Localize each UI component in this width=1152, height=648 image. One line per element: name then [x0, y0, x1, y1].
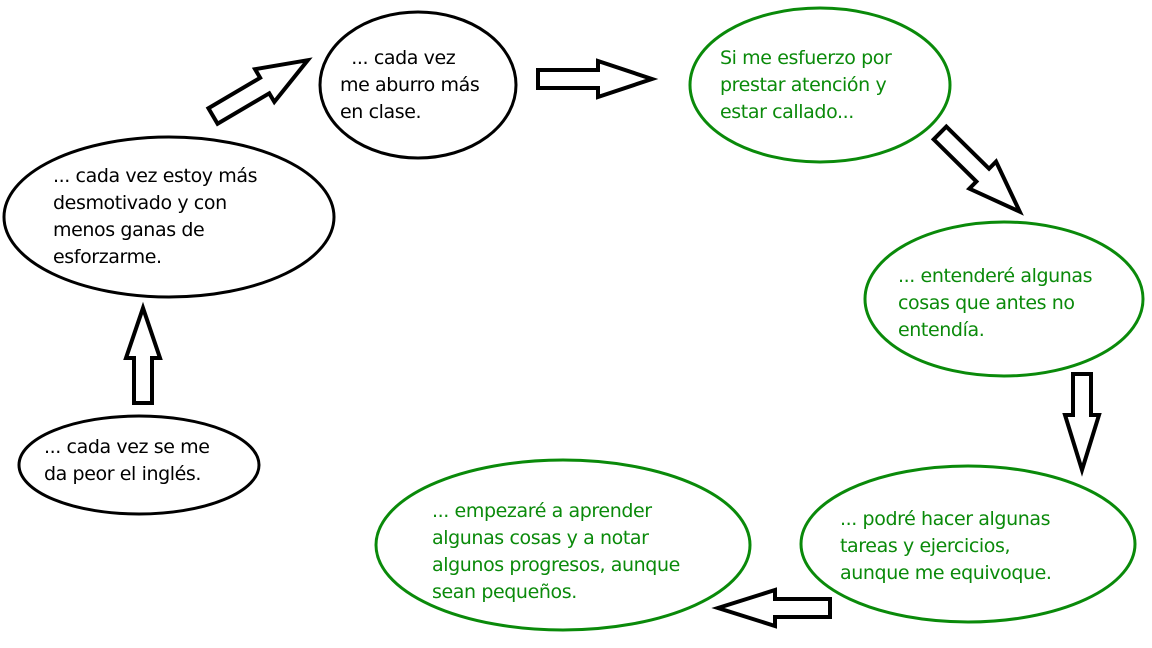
node-line: menos ganas de: [53, 219, 205, 241]
node-line: ... cada vez estoy más: [53, 165, 258, 187]
node-line: tareas y ejercicios,: [840, 535, 1011, 557]
node-empezare-ellipse: [374, 458, 752, 632]
node-line: Si me esfuerzo por: [720, 47, 892, 69]
node-podre-ellipse: [799, 464, 1137, 624]
node-entendere-ellipse: [863, 220, 1145, 378]
node-line: algunas cosas y a notar: [432, 527, 649, 549]
node-line: sean pequeños.: [432, 581, 577, 603]
arrow-right-icon: [536, 58, 659, 100]
node-line: ... podré hacer algunas: [840, 508, 1051, 530]
node-line: ... empezaré a aprender: [432, 500, 652, 522]
node-line: esforzarme.: [53, 246, 162, 268]
node-line: aunque me equivoque.: [840, 562, 1052, 584]
arrow-up-icon: [123, 301, 163, 405]
arrow-down-icon: [1062, 372, 1102, 477]
node-ingles-text: ... cada vez se me da peor el inglés.: [44, 434, 210, 488]
node-entendere-text: ... entenderé algunas cosas que antes no…: [898, 263, 1093, 344]
node-aburro-ellipse: [318, 10, 518, 160]
node-desmotivado-text: ... cada vez estoy más desmotivado y con…: [53, 163, 258, 271]
node-line: ... cada vez: [340, 47, 456, 69]
node-line: en clase.: [340, 101, 422, 123]
node-line: cosas que antes no: [898, 292, 1075, 314]
node-ingles-ellipse: [17, 414, 261, 516]
arrow-diagonal-down-right-icon: [930, 123, 1024, 216]
node-line: prestar atención y: [720, 74, 887, 96]
node-esfuerzo-text: Si me esfuerzo por prestar atención y es…: [720, 45, 892, 126]
node-line: da peor el inglés.: [44, 463, 202, 485]
node-podre-text: ... podré hacer algunas tareas y ejercic…: [840, 506, 1052, 587]
node-aburro-text: ... cada vez me aburro más en clase.: [340, 45, 480, 126]
node-desmotivado-ellipse: [2, 135, 336, 299]
node-line: entendía.: [898, 319, 985, 341]
node-line: ... entenderé algunas: [898, 265, 1093, 287]
node-line: me aburro más: [340, 74, 480, 96]
node-line: ... cada vez se me: [44, 436, 210, 458]
arrow-left-icon: [711, 587, 832, 629]
node-esfuerzo-ellipse: [688, 6, 952, 164]
arrow-diagonal-up-right-icon: [205, 57, 313, 127]
node-line: algunos progresos, aunque: [432, 554, 680, 576]
node-line: desmotivado y con: [53, 192, 227, 214]
node-line: estar callado...: [720, 101, 854, 123]
node-empezare-text: ... empezaré a aprender algunas cosas y …: [432, 498, 680, 606]
